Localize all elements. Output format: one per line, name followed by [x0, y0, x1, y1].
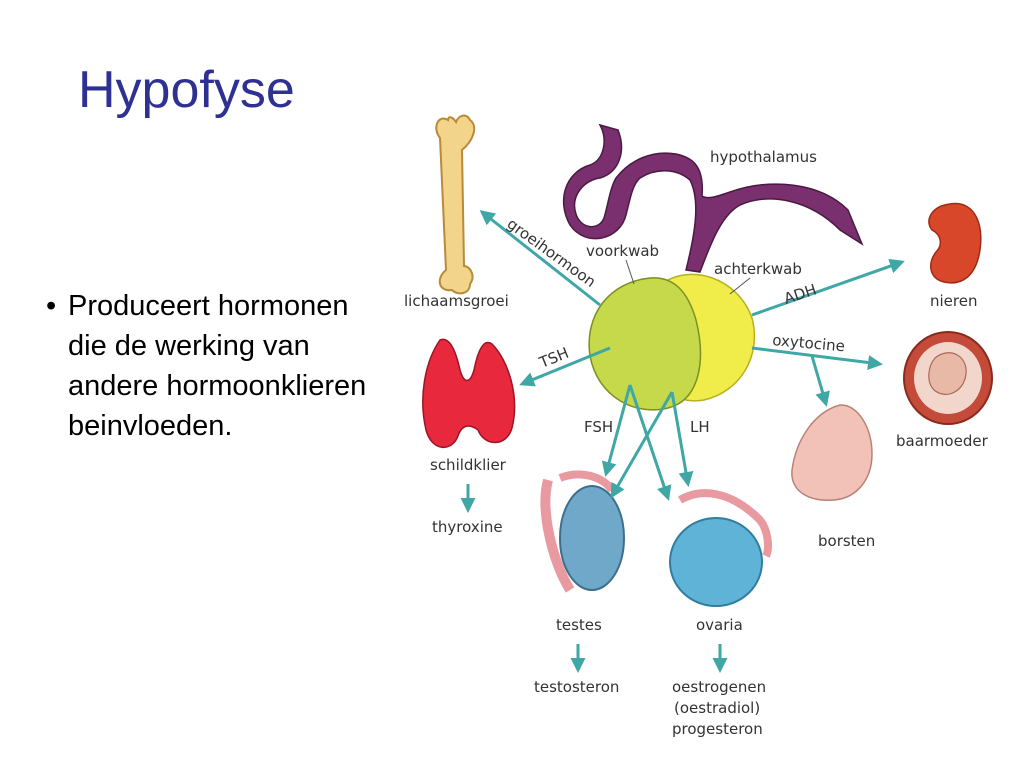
hypofyse-diagram: hypothalamus voorkwab achterkwab groeiho… [404, 114, 993, 738]
slide-title: Hypofyse [78, 61, 295, 119]
label-fsh: FSH [584, 418, 613, 436]
label-borsten: borsten [818, 532, 875, 550]
label-achterkwab: achterkwab [714, 260, 802, 278]
arrow-fsh-testes [601, 384, 632, 477]
label-hypothalamus: hypothalamus [710, 148, 817, 166]
arrows [460, 210, 905, 673]
arrow-groeihormoon [479, 210, 601, 307]
label-testosteron: testosteron [534, 678, 619, 696]
hypothalamus-illustration [562, 123, 864, 273]
arrow-oxytocine-borsten [810, 355, 830, 407]
pointer-voorkwab [625, 259, 635, 285]
label-nieren: nieren [930, 292, 977, 310]
thyroid-illustration [422, 338, 516, 448]
testis-illustration [540, 470, 625, 593]
bullet-item: • Produceert hormonen die de werking van… [46, 286, 376, 446]
breast-illustration [791, 404, 873, 501]
arrow-oxytocine [751, 346, 883, 370]
bullet-marker: • [46, 290, 57, 322]
label-baarmoeder: baarmoeder [896, 432, 989, 450]
bone-illustration [435, 114, 476, 295]
label-tsh: TSH [536, 344, 571, 372]
label-lichaamsgroei: lichaamsgroei [404, 292, 509, 310]
ovary-illustration [669, 489, 772, 607]
label-adh: ADH [782, 280, 819, 307]
label-lh: LH [690, 418, 710, 436]
label-oestrogenen: oestrogenen [672, 678, 766, 696]
label-voorkwab: voorkwab [586, 242, 659, 260]
bullet-text: Produceert hormonen die de werking van a… [68, 290, 367, 442]
label-testes: testes [556, 616, 602, 634]
label-thyroxine: thyroxine [432, 518, 503, 536]
arrow-lh-testes [610, 391, 674, 499]
label-oestradiol: (oestradiol) [674, 699, 760, 717]
arrow-fsh-ovaria [628, 384, 672, 501]
label-schildklier: schildklier [430, 456, 507, 474]
label-progesteron: progesteron [672, 720, 763, 738]
voorkwab-illustration [588, 277, 702, 411]
kidney-illustration [928, 202, 982, 284]
arrow-lh-ovaria [670, 391, 694, 487]
label-ovaria: ovaria [696, 616, 743, 634]
uterus-illustration [903, 331, 993, 425]
arrow-adh [751, 258, 905, 317]
pointer-achterkwab [729, 277, 751, 295]
arrow-tsh [519, 346, 611, 387]
